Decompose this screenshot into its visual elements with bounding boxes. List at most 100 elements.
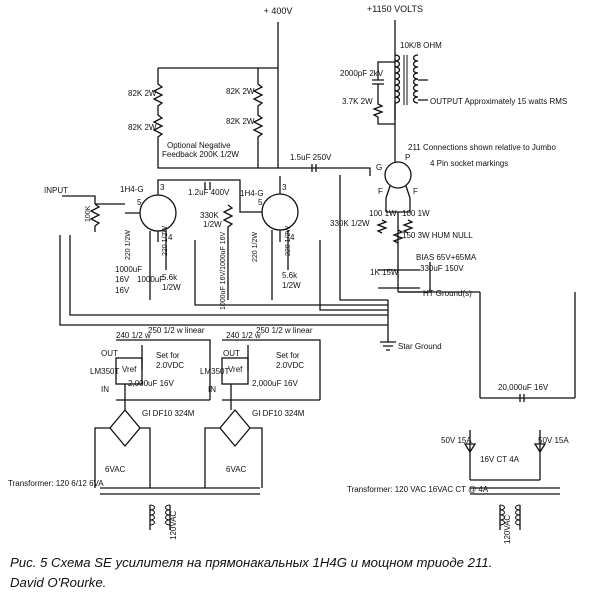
label-r330k: 330K [200,211,219,220]
label-in-right: IN [208,385,216,394]
input-line [62,195,125,232]
label-r56a-watts: 1/2W [162,283,181,292]
label-c1000a: 1000uF [115,265,142,274]
label-transformer-right: Transformer: 120 VAC 16VAC CT @ 4A [347,485,489,494]
label-1150v: +1150 VOLTS [367,4,423,14]
left-transformer-coil [149,504,171,526]
label-bias: BIAS 65V+65MA [416,253,477,262]
label-star-ground: Star Ground [398,342,442,351]
label-feedback: Feedback 200K 1/2W [162,150,239,159]
diodes-right [463,443,547,454]
label-tube-p: P [405,153,410,162]
amplifier-schematic: + 400V +1150 VOLTS 10K/8 OHM 2000pF 2kV … [8,4,576,544]
label-vref-right: Vref [228,365,243,374]
label-conn1: 211 Connections shown relative to Jumbo [408,143,556,152]
label-hum: 150 3W HUM NULL [402,231,473,240]
label-c1000b: 1000uF [137,275,164,284]
label-set-left: Set for [156,351,180,360]
label-c15: 1.5uF 250V [290,153,332,162]
label-pin4b: 4 [290,233,295,242]
label-6vac-left: 6VAC [105,465,126,474]
label-tube1: 1H4-G [120,185,144,194]
label-50v-left: 50V 15A [441,436,472,445]
label-r330k-right: 330K 1/2W [330,219,370,228]
label-lm350-left: LM350T [90,367,119,376]
label-tube2: 1H4-G [240,189,264,198]
label-pin5b: 5 [258,198,263,207]
label-lm350-right: LM350T [200,367,229,376]
right-transformer-coil [499,504,521,526]
right-transformer [470,487,560,530]
label-in-left: IN [101,385,109,394]
r82-left-chain [152,68,168,169]
label-conn2: 4 Pin socket markings [430,159,508,168]
label-c16vb: 16V [115,286,130,295]
label-r56a: 5.6k [162,273,178,282]
cathode-resistors [376,219,414,244]
lm350-left [115,357,143,385]
output-transformer-secondary [412,54,428,104]
label-ht-ground: HT Ground(s) [423,289,472,298]
r330k-grid [222,204,234,300]
caption-line-1: Рис. 5 Схема SE усилителя на прямонакаль… [10,555,493,570]
label-tube-f1: F [378,187,383,196]
label-output: OUTPUT Approximately 15 watts RMS [430,97,567,106]
coupling-cap-12 [204,182,211,190]
label-r220c: 220 1/2W [252,232,259,262]
label-ohm: 10K/8 OHM [400,41,442,50]
label-input: INPUT [44,186,68,195]
label-set-right: Set for [276,351,300,360]
label-r56b-watts: 1/2W [282,281,301,290]
regulator-right-wiring [222,339,321,410]
label-pin3a: 3 [160,183,165,192]
label-transformer-left: Transformer: 120 6/12 6VA [8,479,104,488]
label-set-left-voltage: 2.0VDC [156,361,184,370]
regulator-left-wiring [116,339,211,410]
label-120vac-right: 120VAC [503,515,512,544]
caption-line-2: David O'Rourke. [10,575,107,590]
label-optneg: Optional Negative [167,141,231,150]
figure-caption: Рис. 5 Схема SE усилителя на прямонакаль… [10,553,595,593]
output-transformer-primary [394,54,401,125]
label-120vac-left: 120VAC [169,511,178,540]
label-6vac-right: 6VAC [226,465,247,474]
label-r100a: 100 1W [369,209,397,218]
label-out-right: OUT [223,349,240,358]
tube-211-filament-leads [385,125,411,199]
label-tube-g: G [376,163,382,172]
output-transformer-core [403,55,408,105]
tube-211 [384,161,412,189]
label-r1k: 1K 15W [370,268,399,277]
bridge-left [109,408,141,448]
label-pin5a: 5 [137,198,142,207]
tube-left-leads [125,179,210,300]
label-gi-left: GI DF10 324M [142,409,195,418]
left-transformer [100,487,260,530]
label-vref-left: Vref [122,365,137,374]
label-c330: 330uF 150V [420,264,464,273]
r82-right-chain [252,68,264,168]
label-c20000: 20,000uF 16V [498,383,549,392]
label-r82d: 82K 2W [226,117,255,126]
label-tube-f2: F [413,187,418,196]
label-c2000: 2000pF 2kV [340,69,384,78]
label-r100b: 100 1W [402,209,430,218]
tube-1h4g-right [261,193,299,231]
star-ground-mark [380,341,396,351]
right-supply-cap [519,394,525,402]
label-c12: 1.2uF 400V [188,188,230,197]
label-pin3b: 3 [282,183,287,192]
label-set-right-voltage: 2.0VDC [276,361,304,370]
label-16vct: 16V CT 4A [480,455,520,464]
label-out-left: OUT [101,349,118,358]
bridge-right [219,408,251,448]
label-c2000-left: 2,000uF 16V [128,379,174,388]
label-r250a: 250 1/2 w linear [148,326,205,335]
bridge-leads [94,427,263,488]
label-r220a: 220 1/2W [125,230,132,260]
c15-capacitor [311,164,317,172]
label-r240a: 240 1/2 w [116,331,151,340]
label-r220d: 220 1/2W [285,226,292,256]
tube-right-leads [210,176,289,300]
label-400v: + 400V [264,6,293,16]
